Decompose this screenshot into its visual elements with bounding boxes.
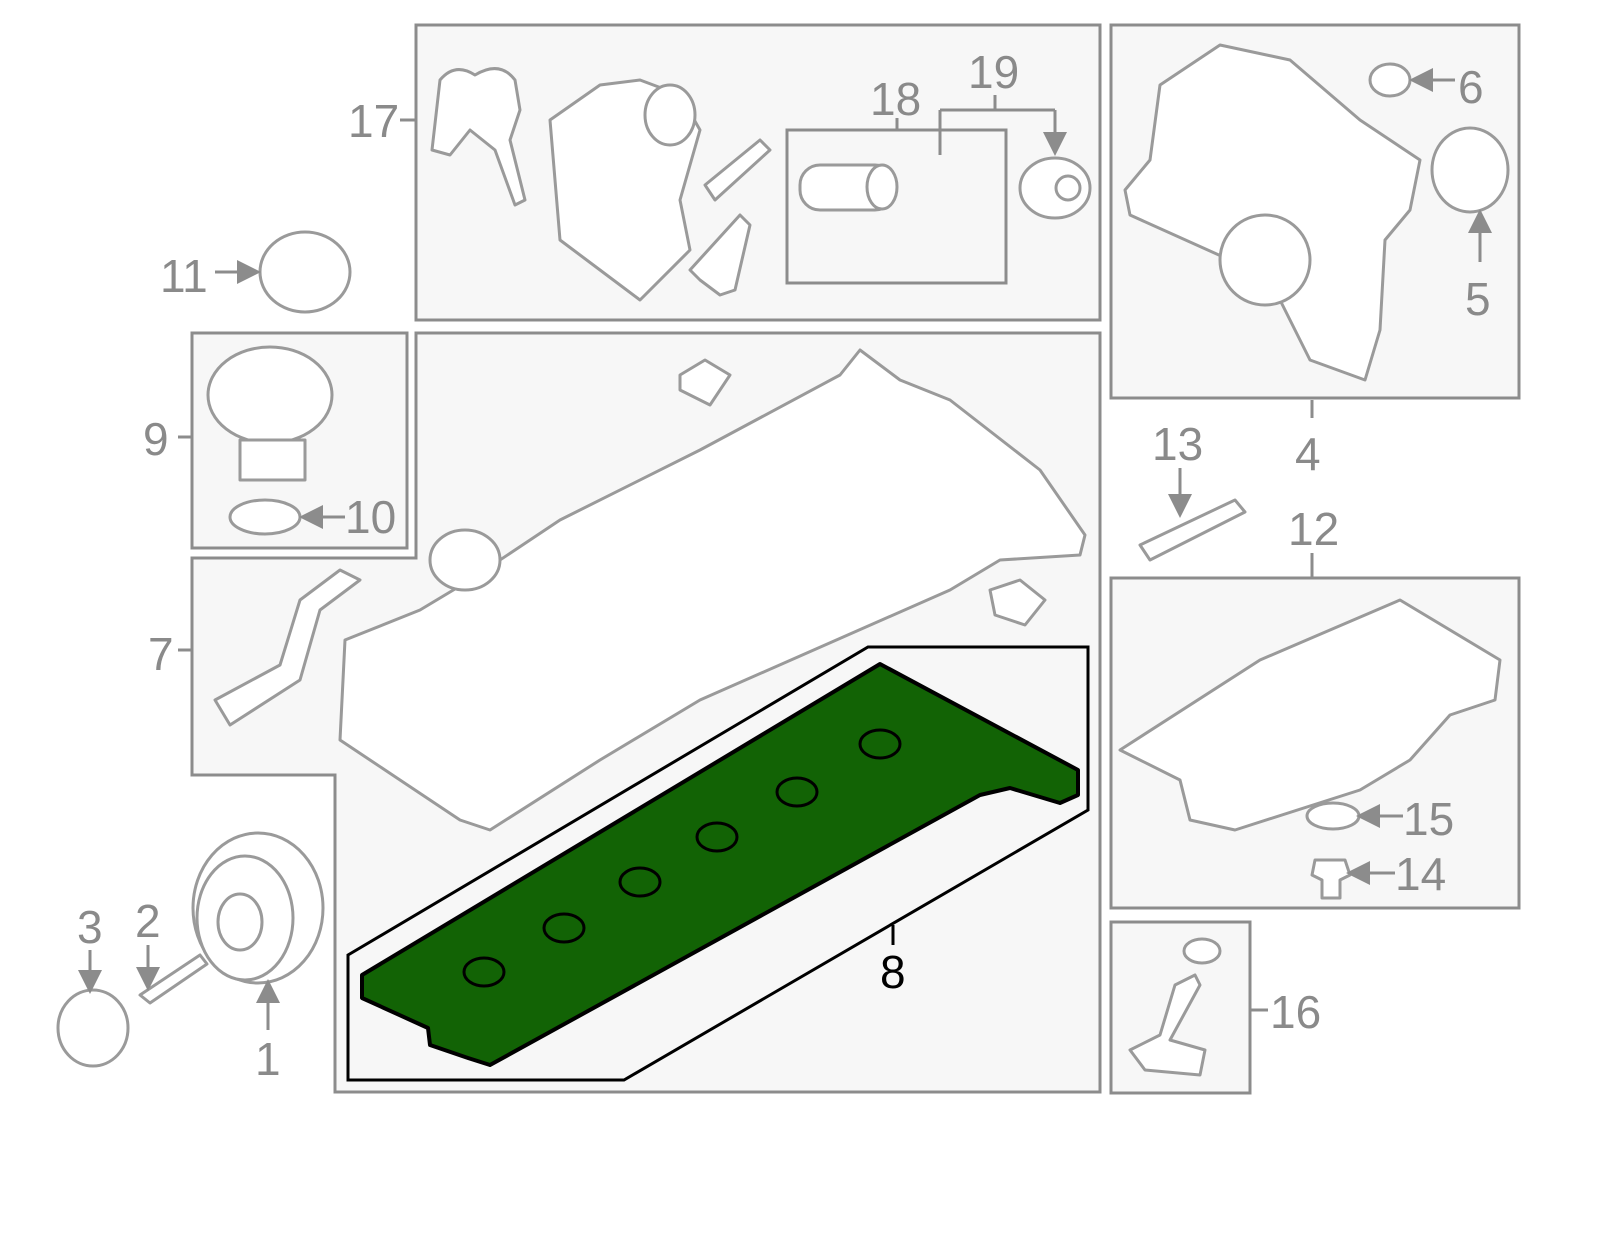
highlight-frame-8 [346, 645, 1090, 1082]
callout-12: 12 [1288, 503, 1339, 555]
timing-cover[interactable] [1123, 43, 1422, 382]
callout-14: 14 [1395, 848, 1446, 900]
oil-filter-housing[interactable] [548, 78, 702, 302]
callout-7: 7 [148, 628, 174, 680]
o-ring-10[interactable] [228, 498, 302, 536]
pulley-cap[interactable] [56, 988, 130, 1068]
callout-4: 4 [1295, 428, 1321, 480]
drain-plug-washer[interactable] [1305, 801, 1361, 831]
callout-18: 18 [870, 73, 921, 125]
callout-15: 15 [1403, 793, 1454, 845]
valve-cover-gasket[interactable] [360, 662, 1080, 1067]
callout-17: 17 [348, 95, 399, 147]
callout-13: 13 [1152, 418, 1203, 470]
callout-8: 8 [880, 946, 906, 998]
oil-filter-cap[interactable] [1018, 156, 1092, 220]
oil-level-sensor[interactable] [1128, 937, 1222, 1077]
callout-10: 10 [345, 491, 396, 543]
callout-5: 5 [1465, 273, 1491, 325]
crankshaft-pulley[interactable] [191, 831, 325, 985]
pulley-bolt[interactable] [138, 953, 209, 1005]
callout-3: 3 [77, 901, 103, 953]
callout-19: 19 [968, 46, 1019, 98]
callout-1: 1 [255, 1033, 281, 1085]
valve-cover[interactable] [338, 348, 1087, 832]
breather-hose[interactable] [213, 568, 362, 727]
callout-9: 9 [143, 413, 169, 465]
oil-filter-housing-gasket[interactable] [430, 67, 527, 207]
callout-11: 11 [160, 250, 208, 302]
seal-6[interactable] [1368, 62, 1412, 98]
callout-2: 2 [135, 895, 161, 947]
group-box-17 [414, 23, 1102, 322]
thermostat[interactable] [206, 345, 334, 482]
housing-seals[interactable] [688, 138, 772, 297]
oil-filler-cap[interactable] [258, 230, 352, 314]
callout-16: 16 [1270, 986, 1321, 1038]
callout-6: 6 [1458, 61, 1484, 113]
oil-pan[interactable] [1118, 598, 1502, 832]
sealant-tube[interactable] [1138, 498, 1247, 562]
seal-5[interactable] [1430, 126, 1510, 214]
oil-filter-element[interactable] [798, 163, 899, 212]
